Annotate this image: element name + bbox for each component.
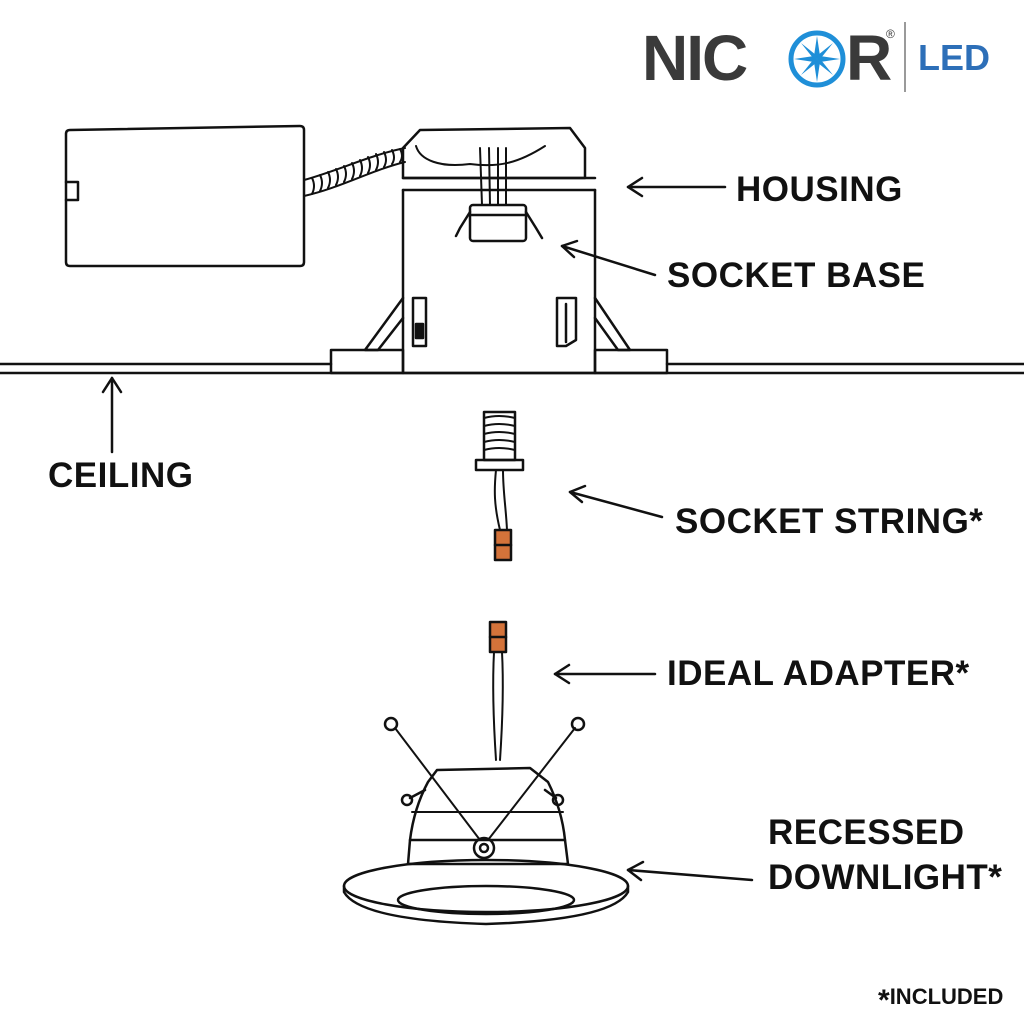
socket-base-shape — [454, 203, 544, 243]
logo-wordmark-end: R — [846, 22, 893, 94]
footnote-text: INCLUDED — [889, 984, 1004, 1009]
ideal-adapter-shape — [488, 620, 508, 761]
ceiling-arrow — [101, 376, 123, 454]
ideal-adapter-arrow — [553, 663, 657, 685]
logo-registered-mark: ® — [886, 27, 895, 41]
footnote: *INCLUDED — [878, 984, 1003, 1018]
ceiling-line — [0, 362, 1024, 375]
socket-base-arrow — [560, 239, 657, 277]
socket-string-shape — [474, 410, 525, 562]
recessed-downlight-arrow — [626, 860, 754, 882]
footnote-asterisk: * — [878, 984, 890, 1017]
recessed-downlight-shape — [342, 716, 630, 926]
flex-conduit — [303, 147, 406, 197]
ideal-adapter-label: IDEAL ADAPTER* — [667, 654, 970, 693]
logo-star-icon — [788, 30, 846, 88]
junction-box — [64, 124, 306, 268]
housing-arrow — [626, 176, 727, 198]
recessed-label-line1: RECESSED — [768, 813, 965, 852]
socket-string-arrow — [568, 484, 664, 519]
socket-base-label: SOCKET BASE — [667, 256, 926, 295]
hanger-legs — [329, 296, 669, 375]
ceiling-label: CEILING — [48, 456, 194, 495]
recessed-label-line2: DOWNLIGHT* — [768, 858, 1003, 897]
logo-wordmark-start: NIC — [642, 22, 748, 94]
socket-string-label: SOCKET STRING* — [675, 502, 984, 541]
logo-divider — [904, 22, 906, 92]
housing-label: HOUSING — [736, 170, 903, 209]
logo-suffix: LED — [918, 37, 990, 78]
mounting-clips — [411, 296, 578, 348]
